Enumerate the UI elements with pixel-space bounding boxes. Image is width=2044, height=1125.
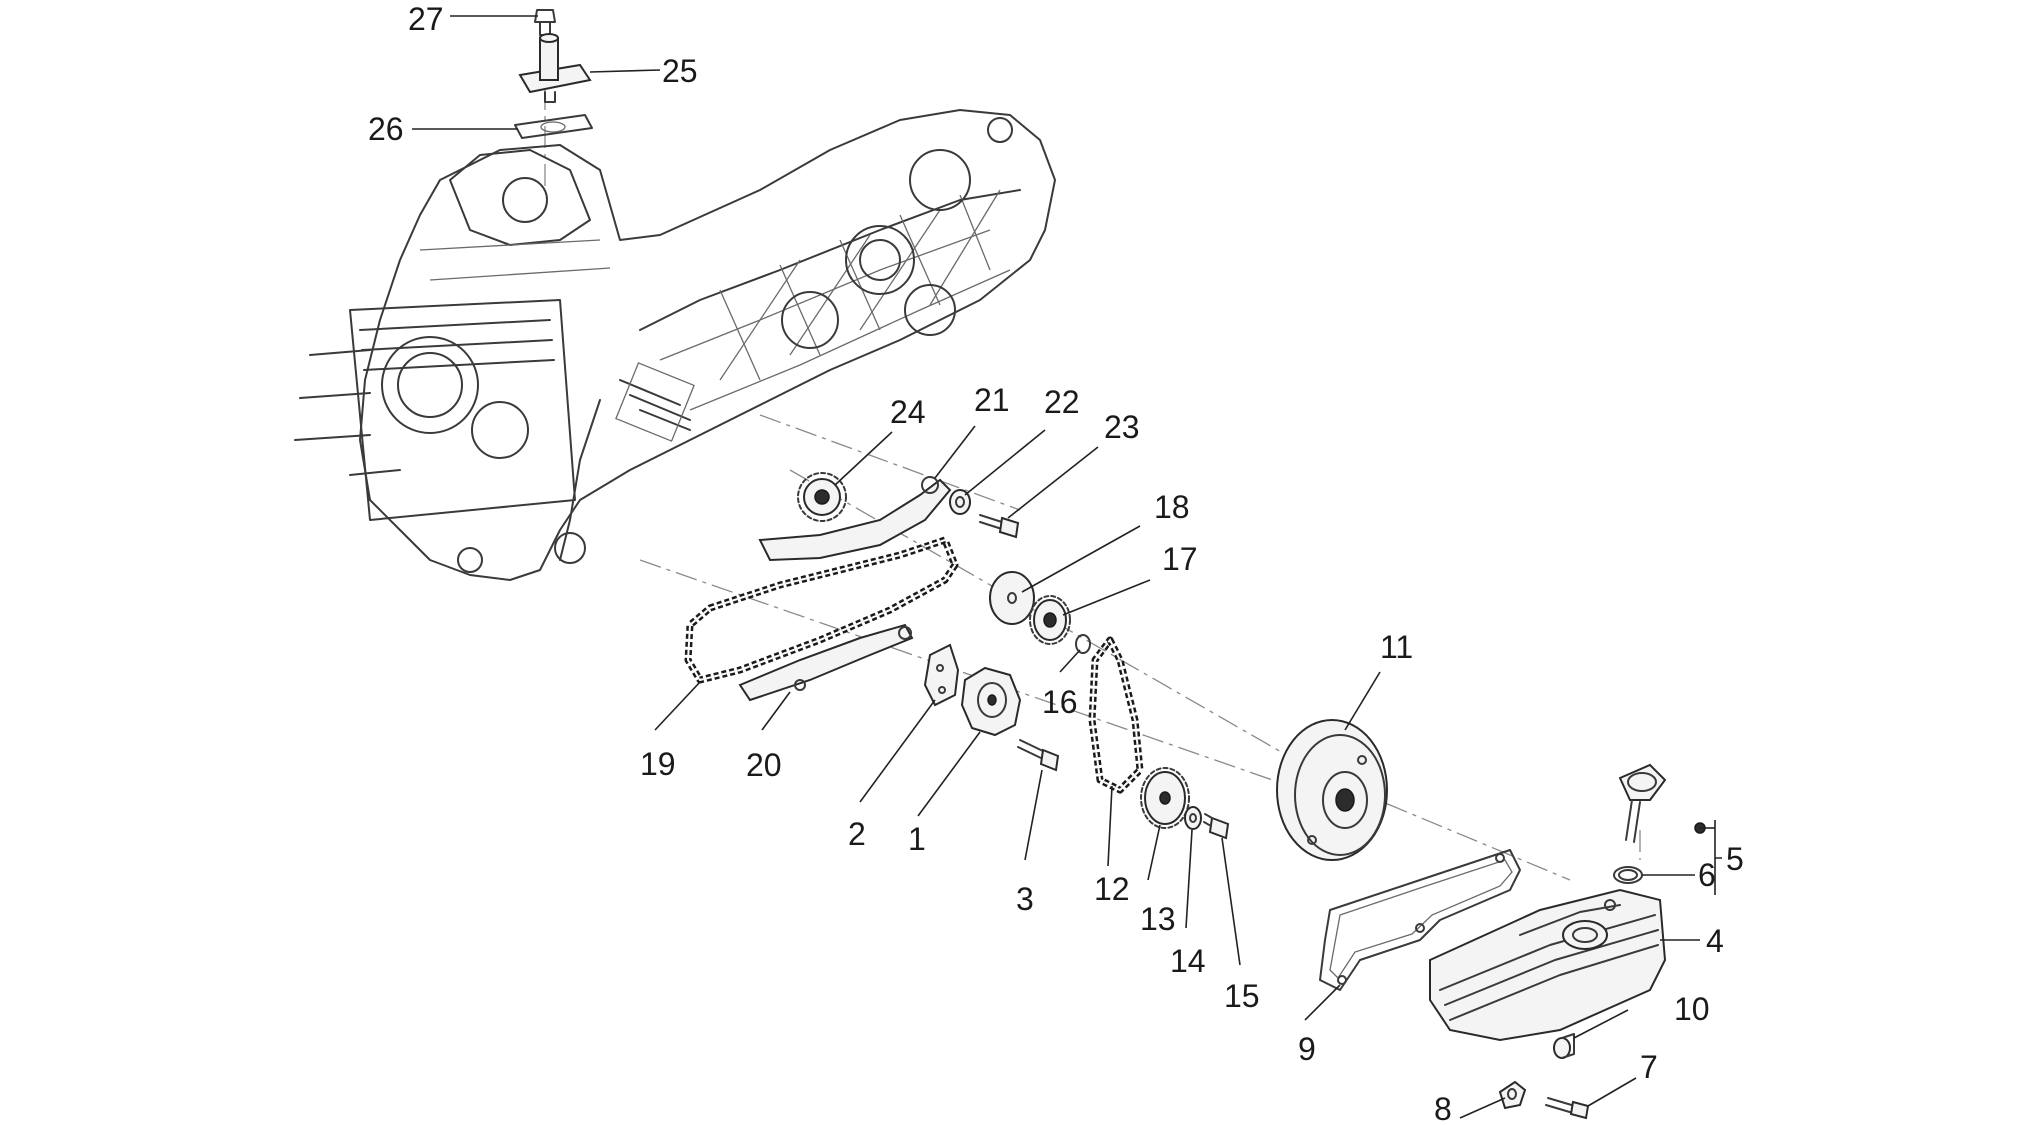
callout-22: 22 [1044,384,1080,420]
oil-dipstick-5 [1618,763,1706,843]
timing-chain-19 [684,536,959,684]
callout-19: 19 [640,746,676,782]
plug-10 [1553,1033,1575,1059]
bracket-8 [1498,1080,1527,1110]
sprocket-24 [797,472,847,522]
callout-4: 4 [1706,923,1724,959]
callout-23: 23 [1104,409,1140,445]
callout-3: 3 [1016,881,1034,917]
leader-lines [412,15,1722,1119]
gasket-9 [1319,849,1521,991]
washer-18 [989,571,1035,625]
circlip-16 [1075,634,1091,654]
callout-14: 14 [1170,943,1206,979]
engine-crankcase [294,109,1056,581]
chain-guide-20 [738,623,914,702]
bolt-7 [1545,1097,1590,1120]
callout-27: 27 [408,1,444,37]
bushing-22 [949,489,971,515]
cover-11 [1276,719,1388,861]
sprocket-17 [1029,595,1071,645]
callout-24: 24 [890,394,926,430]
plate-2 [923,643,960,707]
callout-15: 15 [1224,978,1260,1014]
callout-1: 1 [908,821,926,857]
callout-17: 17 [1162,541,1198,577]
bolt-15 [1203,813,1230,840]
callout-21: 21 [974,382,1010,418]
callout-18: 18 [1154,489,1190,525]
callout-20: 20 [746,747,782,783]
callout-9: 9 [1298,1031,1316,1067]
callout-11: 11 [1380,629,1413,665]
washer-14 [1184,806,1202,830]
callout-8: 8 [1434,1091,1452,1125]
oil-pump-1 [960,666,1022,737]
callout-13: 13 [1140,901,1176,937]
callout-5: 5 [1726,841,1744,877]
callout-10: 10 [1674,991,1710,1027]
assembly-axes [544,50,1641,881]
callout-2: 2 [848,816,866,852]
callout-7: 7 [1640,1049,1658,1085]
bolt-23 [979,514,1020,539]
callout-25: 25 [662,53,698,89]
chain-guide-21 [758,476,952,562]
oil-pump-chain-12 [1088,636,1144,794]
callout-12: 12 [1094,871,1130,907]
sprocket-13 [1140,767,1190,829]
callout-labels: 27 25 26 24 21 22 23 18 17 16 11 19 20 2… [368,1,1744,1125]
bolt-3 [1017,739,1060,772]
callout-6: 6 [1698,857,1716,893]
chain-tensioner-assembly [514,9,593,139]
oil-sump-4 [1429,888,1667,1042]
callout-26: 26 [368,111,404,147]
o-ring-6 [1613,866,1643,884]
callout-16: 16 [1042,684,1078,720]
